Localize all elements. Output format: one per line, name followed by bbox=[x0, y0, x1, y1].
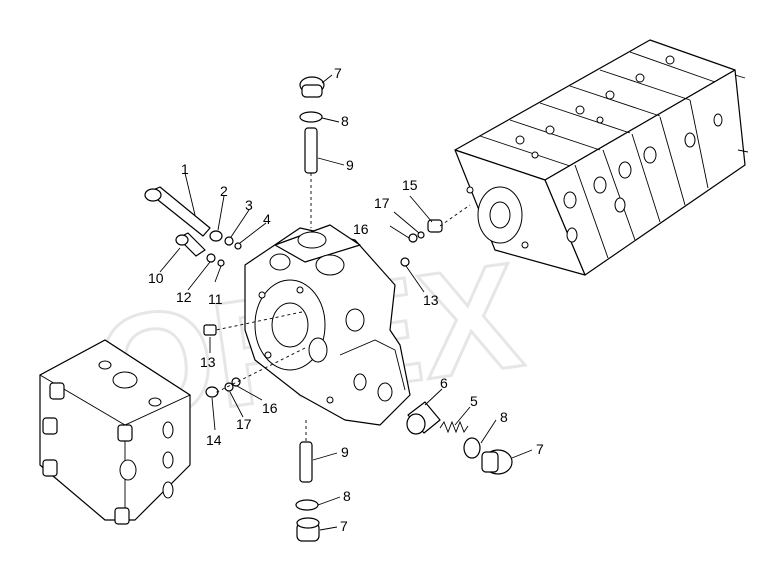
ring-11 bbox=[217, 259, 225, 267]
callout-13-upper: 13 bbox=[423, 292, 439, 308]
callout-11: 11 bbox=[208, 291, 223, 307]
callout-10: 10 bbox=[148, 270, 164, 286]
callout-8-right: 8 bbox=[500, 409, 508, 425]
oring-8-bottom bbox=[295, 499, 319, 511]
callout-17-lower: 17 bbox=[236, 416, 252, 432]
callout-7-right: 7 bbox=[536, 441, 544, 457]
callout-labels: 1 2 3 4 5 6 7 7 7 8 8 8 9 9 10 11 12 13 … bbox=[148, 65, 544, 534]
rod-9-bottom bbox=[299, 441, 313, 483]
oring-8-right bbox=[463, 437, 481, 459]
rod-9-top bbox=[304, 127, 318, 174]
ring-17-lower bbox=[224, 382, 234, 392]
plug-13-lower bbox=[203, 324, 217, 336]
callout-4: 4 bbox=[263, 211, 271, 227]
leader-lines bbox=[159, 74, 533, 531]
ring-16-upper bbox=[408, 233, 418, 243]
callout-17-upper: 17 bbox=[374, 195, 390, 211]
oring-8-top bbox=[299, 111, 323, 123]
ring-3 bbox=[224, 236, 234, 246]
callout-15: 15 bbox=[402, 177, 418, 193]
callout-14: 14 bbox=[206, 432, 222, 448]
oring-2 bbox=[209, 230, 223, 242]
plug-13-upper bbox=[400, 257, 410, 267]
spool-6 bbox=[406, 401, 441, 435]
plug-7-right bbox=[481, 449, 513, 475]
callout-9-top: 9 bbox=[346, 157, 354, 173]
spring-5 bbox=[439, 420, 469, 434]
callout-3: 3 bbox=[245, 197, 253, 213]
callout-6: 6 bbox=[440, 375, 448, 391]
bolt-1 bbox=[144, 186, 211, 237]
callout-1: 1 bbox=[181, 161, 189, 177]
callout-2: 2 bbox=[220, 183, 228, 199]
callout-12: 12 bbox=[176, 289, 192, 305]
callout-16-upper: 16 bbox=[353, 221, 369, 237]
callout-7-bottom: 7 bbox=[340, 518, 348, 534]
callout-13-lower: 13 bbox=[200, 354, 216, 370]
callout-16-lower: 16 bbox=[262, 400, 278, 416]
ring-12 bbox=[206, 253, 216, 263]
end-cap-block bbox=[39, 339, 191, 525]
callout-8-bottom: 8 bbox=[343, 488, 351, 504]
plug-10 bbox=[175, 232, 206, 257]
ring-17-upper bbox=[417, 231, 425, 239]
callout-9-bottom: 9 bbox=[341, 444, 349, 460]
callout-8-top: 8 bbox=[341, 113, 349, 129]
valve-stack-assembly bbox=[454, 39, 749, 276]
callout-5: 5 bbox=[470, 393, 478, 409]
ring-4 bbox=[234, 242, 242, 250]
callout-7-top: 7 bbox=[334, 65, 342, 81]
center-valve-body bbox=[244, 224, 411, 426]
ring-16-lower bbox=[231, 377, 241, 387]
plug-15 bbox=[427, 219, 443, 233]
plug-14 bbox=[205, 386, 219, 398]
